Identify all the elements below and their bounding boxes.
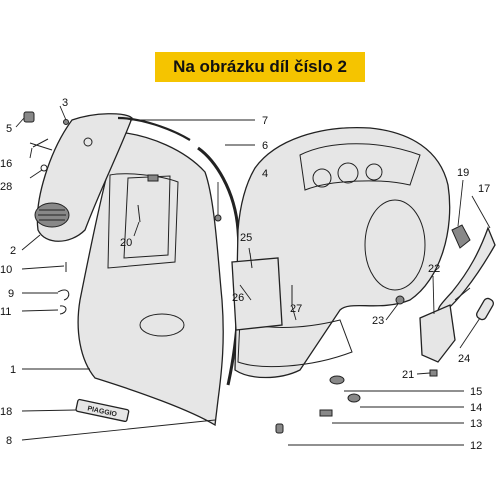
leader-lines <box>15 105 491 446</box>
label-11: 11 <box>0 306 11 318</box>
label-25: 25 <box>240 232 252 244</box>
screw-4 <box>214 214 222 222</box>
label-21: 21 <box>402 369 414 381</box>
label-8: 8 <box>6 435 12 447</box>
hook-9 <box>57 289 70 301</box>
label-23: 23 <box>372 315 384 327</box>
washer-28 <box>40 164 48 172</box>
part-labels: 1 2 3 4 5 6 7 8 9 10 11 12 13 14 15 16 1… <box>0 97 490 452</box>
side-trim-slot <box>454 287 471 301</box>
panel-22 <box>419 304 456 363</box>
label-24: 24 <box>458 353 470 365</box>
label-9: 9 <box>8 288 14 300</box>
clip-13 <box>319 409 333 417</box>
label-10: 10 <box>0 264 12 276</box>
bracket-19 <box>451 224 471 249</box>
clip-15 <box>329 375 345 385</box>
label-12: 12 <box>470 440 482 452</box>
shield-oval <box>139 313 185 337</box>
label-17: 17 <box>478 183 490 195</box>
gauge-center <box>337 162 359 184</box>
label-7: 7 <box>262 115 268 127</box>
gauge-left <box>312 168 332 188</box>
label-15: 15 <box>470 386 482 398</box>
label-14: 14 <box>470 402 482 414</box>
label-20: 20 <box>120 237 132 249</box>
screw-25 <box>249 252 253 269</box>
grommet-14 <box>347 393 361 403</box>
label-28: 28 <box>0 181 12 193</box>
vent-slats <box>38 209 66 221</box>
door-latch <box>147 174 159 182</box>
piaggio-badge: PIAGGIO <box>75 398 130 423</box>
label-27: 27 <box>290 303 302 315</box>
plug-12 <box>275 423 284 434</box>
screw-3 <box>63 119 69 125</box>
front-shield-body <box>77 131 224 427</box>
banner-text: Na obrázku díl číslo 2 <box>173 57 347 76</box>
label-16: 16 <box>0 158 12 170</box>
label-1: 1 <box>10 364 16 376</box>
cap-5 <box>23 111 35 123</box>
label-6: 6 <box>262 140 268 152</box>
label-3: 3 <box>62 97 68 109</box>
spring-16 <box>29 138 53 151</box>
label-13: 13 <box>470 418 482 430</box>
label-19: 19 <box>457 167 469 179</box>
screw-20 <box>137 204 141 223</box>
nut-21 <box>429 369 438 377</box>
label-5: 5 <box>6 123 12 135</box>
label-4: 4 <box>262 168 268 180</box>
frame-body <box>234 126 451 379</box>
inner-plate <box>231 257 283 331</box>
label-18: 18 <box>0 406 12 418</box>
reflector-24 <box>475 297 495 321</box>
label-26: 26 <box>232 292 244 304</box>
nut-23 <box>395 295 405 305</box>
side-panel-left <box>364 199 426 291</box>
gauge-right <box>365 163 383 181</box>
hook-11 <box>59 305 67 315</box>
label-2: 2 <box>10 245 16 257</box>
side-trim-cover <box>437 226 496 316</box>
cover-hole <box>83 137 93 147</box>
upper-trim <box>117 116 191 141</box>
label-22: 22 <box>428 263 440 275</box>
highlight-banner: Na obrázku díl číslo 2 <box>155 52 365 82</box>
